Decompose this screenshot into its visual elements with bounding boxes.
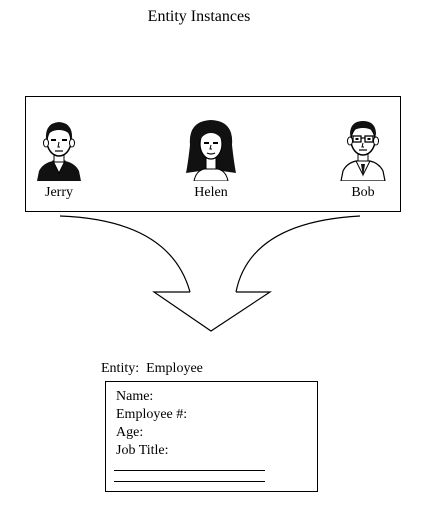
attribute-list: Name: Employee #: Age: Job Title: <box>116 388 187 460</box>
attribute-name: Name: <box>116 389 154 404</box>
woman-face-icon <box>186 120 236 181</box>
attribute-employee-number: Employee #: <box>116 407 188 422</box>
instance-name: Bob <box>351 185 375 200</box>
arrowhead <box>152 291 272 332</box>
instance-bob: Bob <box>323 115 403 201</box>
man-face-icon <box>37 122 81 181</box>
man-with-glasses-face-icon <box>340 121 386 181</box>
instance-helen: Helen <box>171 115 251 201</box>
left-curve-line <box>59 215 191 293</box>
attribute-job-title: Job Title: <box>116 443 169 458</box>
attribute-age: Age: <box>116 425 144 440</box>
blank-attribute-line <box>114 470 265 471</box>
entity-instances-box: Jerry Helen <box>25 96 401 212</box>
instance-jerry: Jerry <box>19 115 99 201</box>
right-curve-line <box>235 215 361 293</box>
converging-arrows <box>59 215 361 332</box>
instance-name: Jerry <box>45 185 73 200</box>
diagram-title: Entity Instances <box>147 8 251 25</box>
entity-box: Name: Employee #: Age: Job Title: <box>105 381 318 492</box>
blank-attribute-line <box>114 481 265 482</box>
instance-name: Helen <box>194 185 228 200</box>
entity-label: Entity: Employee <box>101 361 203 376</box>
